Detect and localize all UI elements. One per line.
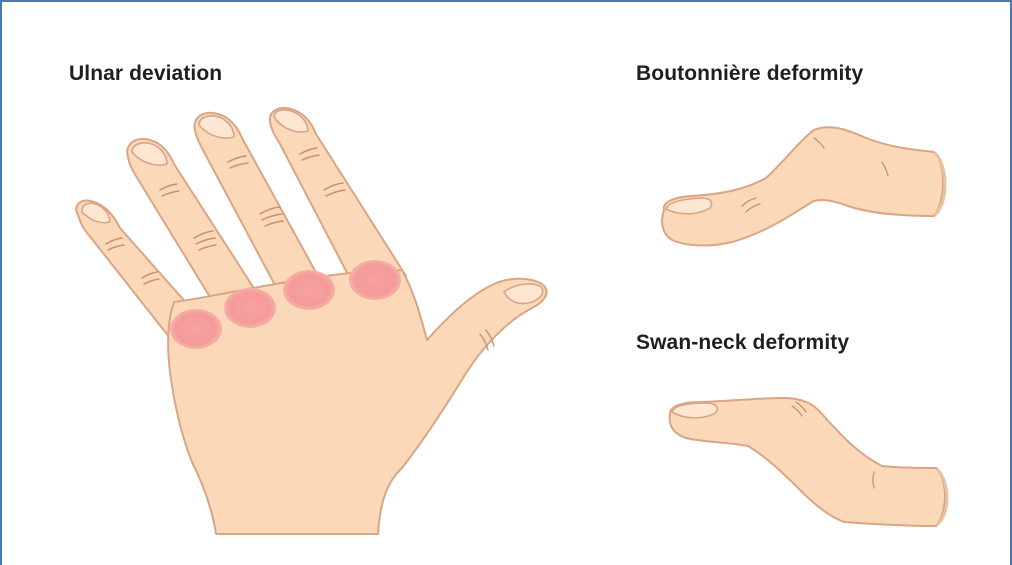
inflamed-joint-middle	[283, 270, 335, 310]
inflamed-joint-index	[349, 260, 401, 300]
swan-neck-finger	[670, 398, 947, 526]
inflamed-joint-ring	[224, 288, 276, 328]
boutonniere-finger	[662, 127, 945, 245]
inflamed-joint-little	[170, 309, 222, 349]
ulnar-deviation-hand	[76, 108, 546, 534]
